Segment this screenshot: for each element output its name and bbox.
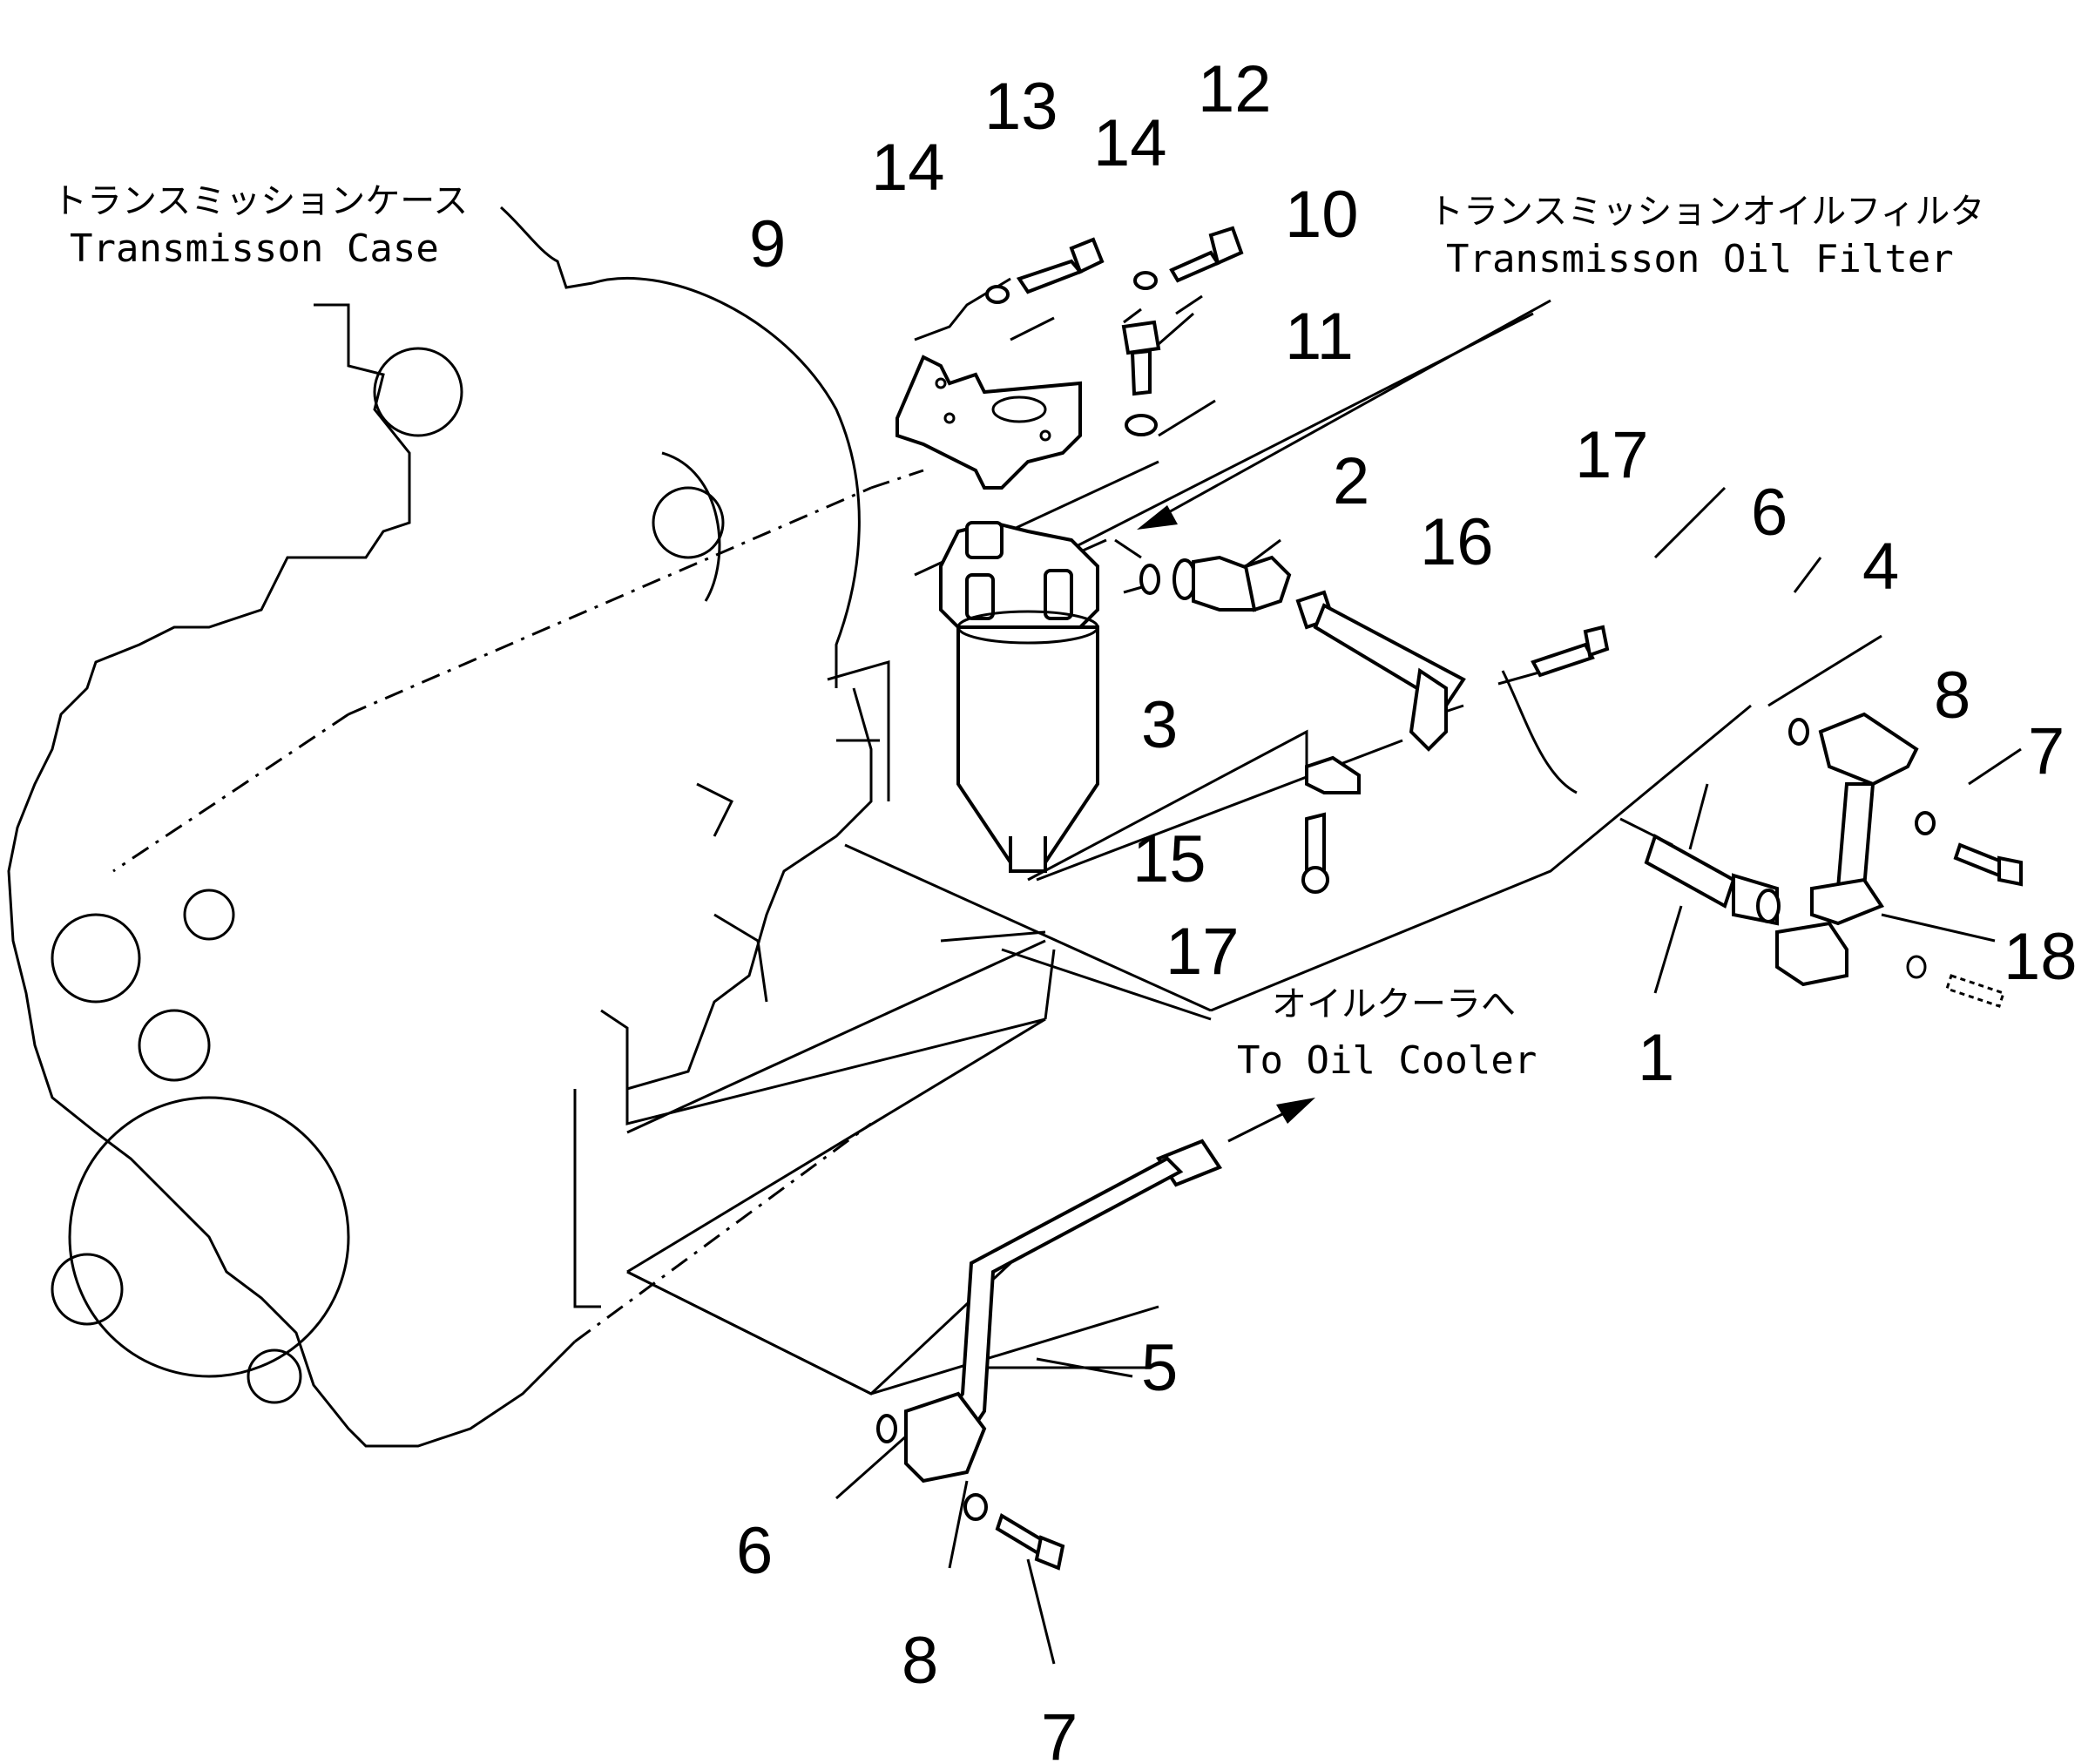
flow-arrows [1137,299,1551,1143]
oil-filter [939,520,1099,873]
callout-7-top: 7 [2028,714,2065,788]
callout-18: 18 [2004,920,2078,994]
callout-10: 10 [1285,178,1359,252]
leader-lines [626,277,2022,1665]
callout-17-bottom: 17 [1166,915,1240,989]
hardware-top [985,226,1244,436]
clamp-and-bolts [1301,625,1610,894]
callout-12: 12 [1198,52,1272,126]
callout-11: 11 [1285,300,1354,374]
hardware-right [1915,811,2023,887]
callout-2: 2 [1333,444,1369,518]
callout-17-top: 17 [1575,418,1649,492]
hose [1295,590,1466,752]
cooler-caption-en: To Oil Cooler [1237,1038,1537,1083]
callout-14-right: 14 [1093,106,1167,180]
cooler-caption-jp: オイルクーラへ [1272,984,1516,1024]
filter-caption-en: Transmisson Oil Filter [1446,237,1954,281]
callout-15: 15 [1132,822,1206,896]
callout-9: 9 [749,207,786,281]
callout-8-top: 8 [1934,659,1970,733]
filter-bracket [895,355,1082,490]
callout-1: 1 [1638,1021,1674,1095]
callout-5: 5 [1141,1331,1178,1405]
callout-6-bottom: 6 [736,1514,773,1588]
transmission-case [7,206,1046,1448]
callout-8-bottom: 8 [902,1624,938,1698]
callout-16: 16 [1420,505,1494,579]
case-caption-jp: トランスミッションケース [52,181,468,221]
callout-13: 13 [984,70,1058,144]
adapter [1644,834,1781,926]
callout-7-bottom: 7 [1041,1700,1078,1764]
flange-tube-4 [1788,712,1919,926]
elbow-fitting [1173,555,1292,612]
o-ring-3 [1139,564,1160,595]
callout-4: 4 [1862,530,1899,604]
filter-caption-jp: トランスミッションオイルフィルタ [1429,192,1984,232]
tube-5 [876,1139,1223,1571]
callout-14-left: 14 [871,131,945,205]
callout-3: 3 [1141,688,1178,762]
case-caption-en: Transmisson Case [70,226,439,271]
callout-6-top: 6 [1751,476,1788,550]
block-18 [1775,921,2005,1008]
